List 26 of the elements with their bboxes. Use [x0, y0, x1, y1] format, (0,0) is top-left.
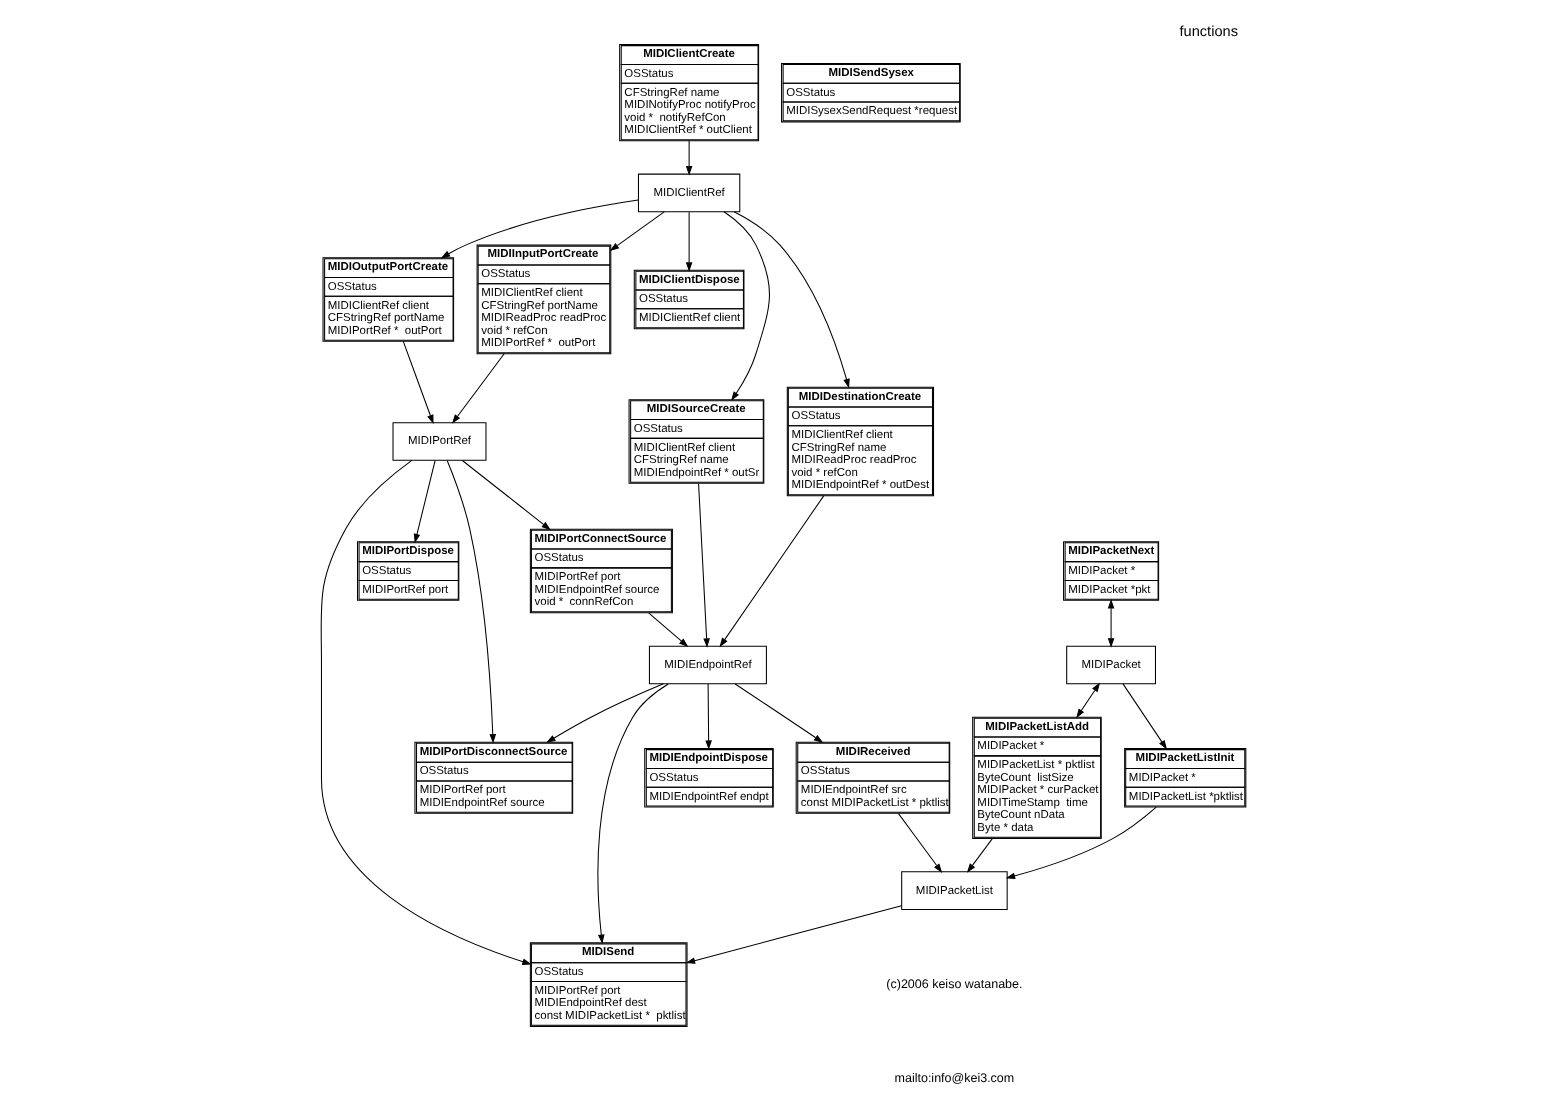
arrow [320, 459, 532, 965]
arrow [719, 495, 825, 648]
arrow [648, 612, 689, 648]
arrow [451, 353, 505, 424]
arrow [734, 683, 824, 743]
arrow [685, 905, 903, 964]
arrow [698, 483, 710, 648]
arrow [723, 211, 770, 401]
arrow [705, 683, 712, 750]
arrow [685, 211, 693, 272]
arrow [966, 837, 994, 873]
arrow [685, 140, 693, 176]
arrow [1076, 682, 1101, 719]
arrow [461, 460, 551, 531]
arrow [413, 460, 436, 544]
arrow [546, 683, 664, 743]
arrow [1107, 599, 1115, 648]
arrow [733, 211, 850, 389]
arrow [402, 340, 434, 425]
arrow [440, 199, 639, 259]
arrow [1122, 683, 1167, 750]
arrow [597, 683, 669, 944]
arrow [898, 813, 943, 873]
arrow [1005, 806, 1157, 880]
arrow [609, 211, 665, 252]
arrow [446, 459, 497, 744]
